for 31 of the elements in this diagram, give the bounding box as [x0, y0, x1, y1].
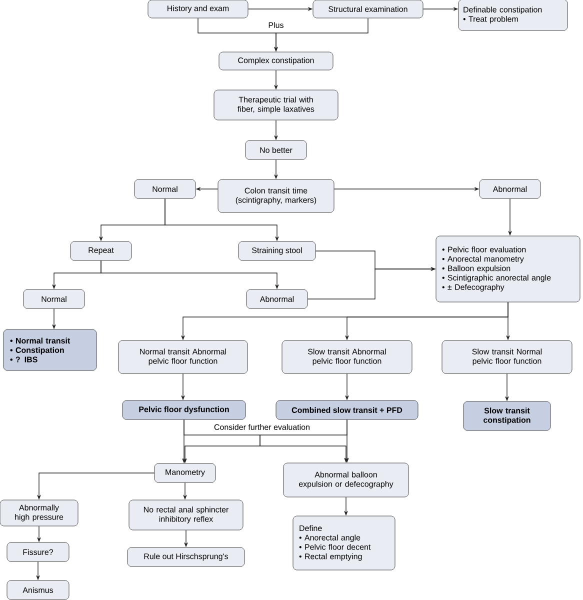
branch-label: Plus	[267, 21, 285, 29]
result-box: • Normal transit • Constipation • ? IBS	[3, 329, 97, 371]
process-box: Definable constipation • Treat problem	[458, 0, 568, 31]
result-box: Slow transit constipation	[463, 401, 551, 431]
process-box: Abnormal	[479, 179, 541, 199]
process-box: Colon transit time (scintigraphy, markers)	[218, 179, 334, 213]
process-box: Abnormally high pressure	[0, 500, 78, 526]
process-box: Anismus	[6, 580, 70, 600]
process-box: Fissure?	[6, 542, 70, 562]
process-box: Define • Anorectal angle • Pelvic floor decent • Rectal emptying	[292, 516, 396, 570]
process-box: Therapeutic trial with fiber, simple laxatives	[214, 90, 338, 120]
process-box: No better	[245, 140, 307, 160]
process-box: Normal transit Abnormal pelvic floor function	[118, 340, 248, 374]
process-box: Manometry	[154, 463, 216, 483]
process-box: No rectal anal sphincter inhibitory reflex	[128, 500, 244, 530]
process-box: Structural examination	[312, 0, 424, 18]
process-box: Straining stool	[238, 241, 316, 261]
result-box: Pelvic floor dysfunction	[122, 400, 246, 420]
process-box: Slow transit Normal pelvic floor function	[442, 340, 572, 374]
process-box: History and exam	[148, 0, 248, 18]
result-box: Combined slow transit + PFD	[276, 400, 418, 420]
process-box: Abnormal	[246, 289, 308, 309]
process-box: Normal	[23, 289, 85, 309]
process-box: • Pelvic floor evaluation • Anorectal manometry • Balloon expulsion • Scintigraphic anorectal angle • ± Defecography	[436, 236, 580, 302]
process-box: Abnormal balloon expulsion or defecography	[283, 462, 409, 498]
process-box: Slow transit Abnormal pelvic floor function	[282, 340, 412, 374]
process-box: Rule out Hirschsprung's	[127, 547, 245, 567]
process-box: Normal	[134, 179, 196, 199]
process-box: Repeat	[70, 241, 132, 261]
process-box: Complex constipation	[218, 52, 334, 70]
branch-label: Consider further evaluation	[212, 423, 312, 431]
